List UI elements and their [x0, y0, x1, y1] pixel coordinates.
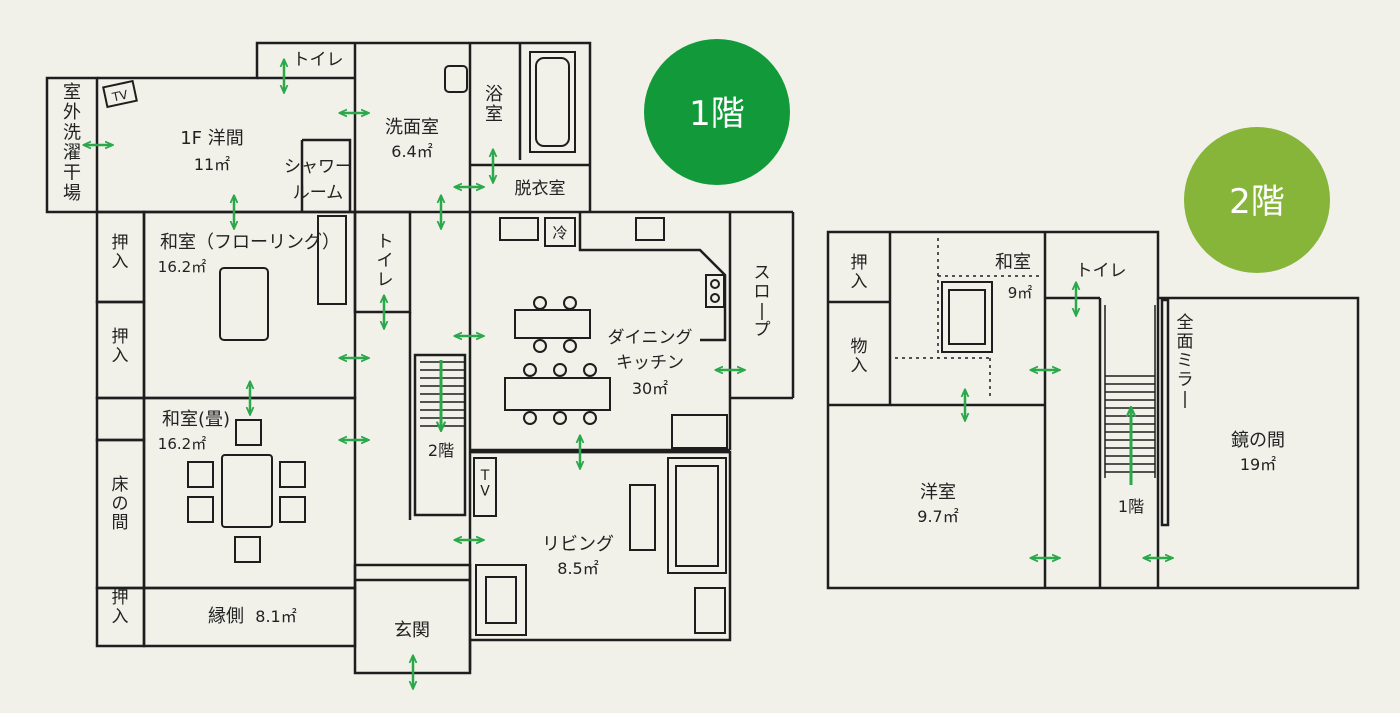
fridge-icon: [544, 217, 576, 247]
tokonoma-label: 床の間: [112, 475, 129, 533]
western-room-name: 1F 洋間: [180, 128, 244, 149]
japanese-2f-area: 9㎡: [1008, 284, 1033, 302]
western-2f-name: 洋室: [920, 482, 956, 503]
sofa-icon: [667, 457, 727, 574]
western-room-area: 11㎡: [194, 155, 230, 174]
tv-icon-western: [102, 79, 138, 109]
living-area: 8.5㎡: [557, 559, 598, 578]
floor2-walls: [826, 230, 1360, 590]
sink-icon: [444, 65, 468, 93]
dining-area: 30㎡: [632, 379, 668, 398]
closet2-label: 押入: [112, 327, 129, 366]
floor2-badge-label: 2階: [1229, 182, 1285, 222]
veranda-area: 8.1㎡: [255, 607, 296, 626]
mirror-wall-icon: [1160, 298, 1170, 527]
mirror-room-name: 鏡の間: [1231, 430, 1285, 451]
closet1-label: 押入: [112, 233, 129, 272]
toilet-2f-label: トイレ: [1076, 261, 1127, 281]
japanese-tatami-name: 和室(畳): [162, 409, 230, 430]
low-table-icon: [219, 267, 269, 341]
storage-2f-label: 物入: [851, 337, 868, 376]
western-2f-area: 9.7㎡: [917, 507, 958, 526]
dining-line1: ダイニング: [608, 328, 693, 348]
armchair-icon: [475, 564, 527, 636]
japanese-floor-name: 和室（フローリング）: [160, 232, 340, 253]
counter-icon: [499, 217, 539, 241]
dining-line2: キッチン: [616, 353, 684, 373]
toilet-mid-label: トイレ: [377, 232, 394, 290]
floor1-badge: [644, 39, 790, 185]
mirror-room-area: 19㎡: [1240, 455, 1276, 474]
dining-table-icon: [514, 309, 591, 339]
fridge-label: 冷: [552, 224, 567, 242]
tv-label: TV: [110, 87, 130, 104]
entrance-label: 玄関: [394, 620, 430, 641]
kitchen-sink-icon: [635, 217, 665, 241]
closet3-label: 押入: [112, 588, 129, 627]
floor1-badge-label: 1階: [689, 94, 745, 134]
outdoor-drying-label: 室外洗濯干場: [63, 82, 81, 204]
mirror-wall-label: 全面ミラ|: [1177, 313, 1194, 409]
japanese-2f-name: 和室: [995, 252, 1031, 273]
table2f-icon: [941, 281, 993, 353]
door-arrows: [84, 60, 1172, 688]
stairs-down-label: 1階: [1118, 497, 1144, 516]
toilet-fixture-icon: [317, 215, 347, 305]
toilet-top-label: トイレ: [293, 50, 344, 70]
tv-living-icon: [473, 457, 497, 517]
washroom-name: 洗面室: [385, 117, 439, 138]
living-name: リビング: [542, 534, 614, 555]
closet-2f-label: 押入: [851, 253, 868, 292]
shower-line2: ルーム: [293, 183, 344, 203]
bathtub-icon: [529, 51, 576, 153]
stairs-up-label: 2階: [428, 441, 454, 460]
slope-label: スロ|プ: [754, 263, 771, 340]
stove-icon: [705, 274, 725, 308]
floor2-dashed: [895, 238, 1040, 400]
dining-table2-icon: [504, 377, 611, 411]
japanese-floor-area: 16.2㎡: [158, 258, 206, 276]
floor1-fixtures: [102, 51, 728, 636]
bath-label: 浴室: [485, 84, 503, 125]
floor2-fixtures: [941, 281, 993, 353]
kotatsu-icon: [221, 454, 273, 528]
dressing-label: 脱衣室: [515, 179, 566, 199]
shower-line1: シャワー: [284, 157, 352, 177]
floor1-walls: [45, 41, 795, 675]
floor2-badge: [1184, 127, 1330, 273]
washroom-area: 6.4㎡: [391, 142, 432, 161]
veranda-name: 縁側: [208, 606, 244, 627]
japanese-tatami-area: 16.2㎡: [158, 435, 206, 453]
